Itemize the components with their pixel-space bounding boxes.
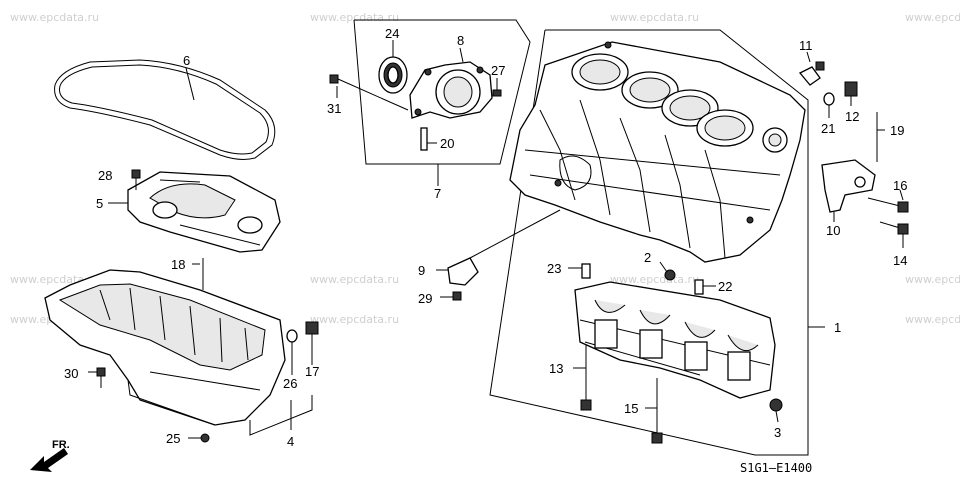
bolt-27	[492, 78, 502, 97]
bracket-10	[821, 159, 876, 213]
dowel-pin-22	[694, 279, 716, 295]
bolt-15	[645, 378, 663, 444]
stud-19	[876, 112, 885, 162]
group-frame-1	[489, 29, 809, 456]
front-arrow-icon: FR.	[30, 439, 70, 472]
watermark: www.epcdata.ru	[10, 11, 99, 24]
watermark: www.epcdata.ru	[310, 313, 399, 326]
oil-seal-housing-8	[409, 61, 493, 119]
callout-30: 30	[64, 366, 78, 381]
bolt-28	[131, 169, 141, 190]
oil-seal-24	[378, 56, 408, 94]
watermark: www.epcdata.ru	[905, 313, 960, 326]
bolt-31	[329, 74, 409, 111]
callout-18: 18	[171, 257, 185, 272]
bolt-13	[573, 345, 592, 411]
dowel-pin-20	[420, 127, 437, 151]
callout-labels: 1 2 3 4 5 6 7 8 9 10 11 12 13 14 15 16 1…	[64, 26, 907, 449]
callout-21: 21	[821, 121, 835, 136]
washer-21	[823, 92, 835, 106]
callout-7: 7	[434, 186, 441, 201]
washer-26	[286, 329, 298, 375]
callout-25: 25	[166, 431, 180, 446]
callout-1: 1	[834, 320, 841, 335]
callout-3: 3	[774, 425, 781, 440]
bolt-29	[440, 291, 462, 301]
bearing-cap-bridge	[574, 281, 776, 399]
dowel-pin-23	[568, 263, 591, 279]
watermark: www.epcdata.ru	[310, 273, 399, 286]
callout-19: 19	[890, 123, 904, 138]
watermark: www.epcdata.ru	[905, 273, 960, 286]
cylinder-block	[509, 41, 806, 263]
callout-10: 10	[826, 223, 840, 238]
callout-23: 23	[547, 261, 561, 276]
knock-sensor-11	[798, 61, 825, 86]
watermark: www.epcdata.ru	[610, 11, 699, 24]
callout-11: 11	[799, 38, 813, 53]
callout-17: 17	[305, 364, 319, 379]
callout-9: 9	[418, 263, 425, 278]
watermark: www.epcdata.ru	[905, 11, 960, 24]
callout-16: 16	[893, 178, 907, 193]
group-frame-7	[353, 19, 531, 165]
front-label: FR.	[52, 439, 70, 451]
nut-2	[659, 261, 676, 281]
drain-bolt-25	[188, 433, 210, 443]
oil-pan-gasket	[54, 59, 276, 160]
callout-15: 15	[624, 401, 638, 416]
callout-14: 14	[893, 253, 907, 268]
callout-8: 8	[457, 33, 464, 48]
bolt-16	[867, 197, 909, 213]
callout-13: 13	[549, 361, 563, 376]
bolt-30	[88, 367, 106, 388]
callout-2: 2	[644, 250, 651, 265]
callout-5: 5	[96, 196, 103, 211]
bolt-3	[769, 398, 783, 423]
baffle-plate	[127, 171, 281, 253]
callout-24: 24	[385, 26, 399, 41]
watermark: www.epcdata.ru	[610, 273, 699, 286]
callout-20: 20	[440, 136, 454, 151]
callout-4: 4	[287, 434, 294, 449]
oil-pan	[44, 269, 286, 426]
callout-12: 12	[845, 109, 859, 124]
watermark: www.epcdata.ru	[310, 11, 399, 24]
stud-bolt-18	[192, 258, 204, 290]
callout-31: 31	[327, 101, 341, 116]
callout-26: 26	[283, 376, 297, 391]
bolt-14	[879, 221, 909, 235]
callout-28: 28	[98, 168, 112, 183]
callout-29: 29	[418, 291, 432, 306]
diagram-code: S1G1—E1400	[740, 461, 812, 475]
callout-22: 22	[718, 279, 732, 294]
callout-27: 27	[491, 63, 505, 78]
callout-6: 6	[183, 53, 190, 68]
plug-12	[844, 81, 858, 106]
drain-plug-17	[305, 321, 319, 365]
bracket-9	[447, 257, 479, 286]
